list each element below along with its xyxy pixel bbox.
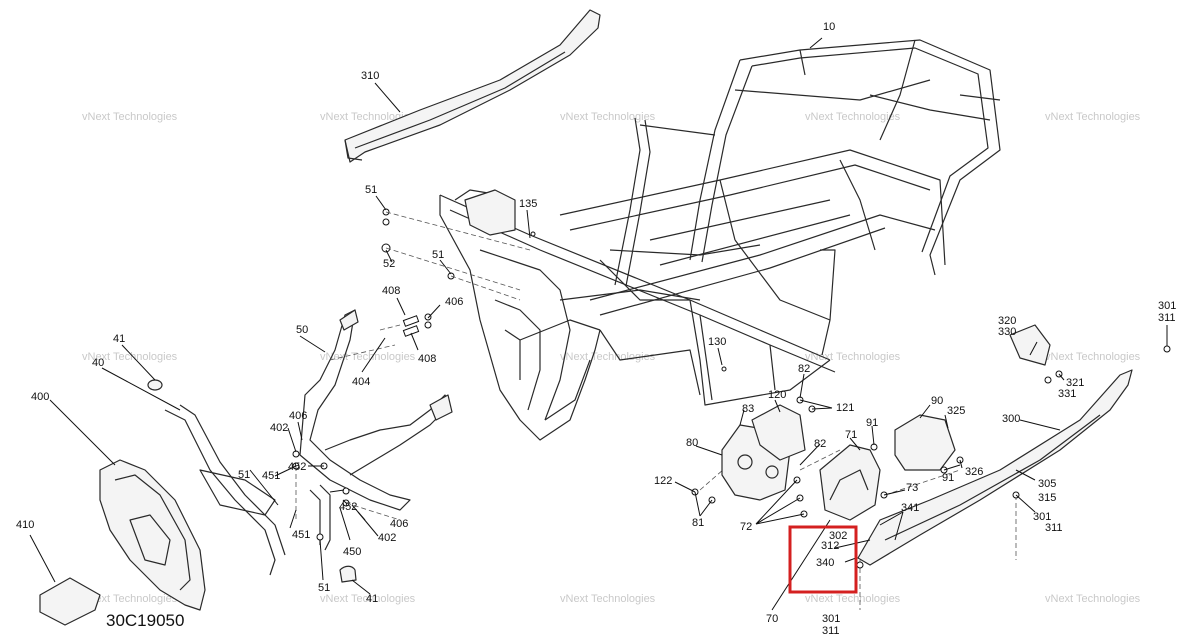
callout-312: 312	[821, 540, 839, 552]
callout-452: 452	[288, 461, 306, 473]
rear-components	[691, 324, 1171, 569]
callout-452: 452	[339, 501, 357, 513]
callout-315: 315	[1038, 492, 1056, 504]
callout-305: 305	[1038, 478, 1056, 490]
callout-451: 451	[262, 470, 280, 482]
callout-40: 40	[92, 357, 104, 369]
callout-73: 73	[906, 482, 918, 494]
callout-51: 51	[238, 469, 250, 481]
watermark: vNext Technologies	[560, 351, 656, 363]
callout-51: 51	[318, 582, 330, 594]
callout-301: 301	[822, 613, 840, 625]
callout-402: 402	[378, 532, 396, 544]
callout-311: 311	[822, 625, 840, 637]
callout-82: 82	[798, 363, 810, 375]
callout-91: 91	[942, 472, 954, 484]
callout-300: 300	[1002, 413, 1020, 425]
watermark: vNext Technologies	[1045, 351, 1141, 363]
callout-130: 130	[708, 336, 726, 348]
callout-325: 325	[947, 405, 965, 417]
callout-311: 311	[1045, 522, 1063, 534]
callout-121: 121	[836, 402, 854, 414]
callout-340: 340	[816, 557, 834, 569]
watermark: vNext Technologies	[82, 111, 178, 123]
diagram-code: 30C19050	[106, 611, 184, 630]
watermark: vNext Technologies	[82, 593, 178, 605]
callout-326: 326	[965, 466, 983, 478]
callout-402: 402	[270, 422, 288, 434]
main-frame	[439, 39, 1001, 441]
callout-120: 120	[768, 389, 786, 401]
callout-321: 321	[1066, 377, 1084, 389]
callout-310: 310	[361, 70, 379, 82]
callout-72: 72	[740, 521, 752, 533]
callout-91: 91	[866, 417, 878, 429]
watermark: vNext Technologies	[320, 351, 416, 363]
watermark: vNext Technologies	[1045, 593, 1141, 605]
callout-71: 71	[845, 429, 857, 441]
callout-41: 41	[113, 333, 125, 345]
callout-301: 301	[1158, 300, 1176, 312]
watermark: vNext Technologies	[82, 351, 178, 363]
assembly-lines	[295, 211, 1017, 610]
callout-406: 406	[390, 518, 408, 530]
leader-lines	[29, 37, 1168, 611]
callout-331: 331	[1058, 388, 1076, 400]
callout-90: 90	[931, 395, 943, 407]
part-310-rail	[344, 9, 601, 163]
callout-labels: 10 310 135 51 52 51 408 406 408 404 50 4…	[16, 21, 1176, 637]
callout-451: 451	[292, 529, 310, 541]
callout-135: 135	[519, 198, 537, 210]
callout-400: 400	[31, 391, 49, 403]
watermark: vNext Technologies	[560, 111, 656, 123]
watermark: vNext Technologies	[805, 351, 901, 363]
callout-404: 404	[352, 376, 370, 388]
callout-10: 10	[823, 21, 835, 33]
callout-50: 50	[296, 324, 308, 336]
callout-41: 41	[366, 593, 378, 605]
watermark: vNext Technologies	[320, 593, 416, 605]
watermark: vNext Technologies	[1045, 111, 1141, 123]
front-bumper-assembly	[39, 379, 357, 626]
callout-302: 302	[829, 530, 847, 542]
callout-320: 320	[998, 315, 1016, 327]
callout-51: 51	[432, 249, 444, 261]
callout-330: 330	[998, 326, 1016, 338]
callout-410: 410	[16, 519, 34, 531]
highlight-box	[788, 525, 858, 594]
front-subframe	[292, 208, 455, 551]
watermarks: vNext Technologies vNext Technologies vN…	[82, 111, 1141, 605]
callout-82: 82	[814, 438, 826, 450]
callout-80: 80	[686, 437, 698, 449]
watermark: vNext Technologies	[320, 111, 416, 123]
callout-408: 408	[382, 285, 400, 297]
callout-122: 122	[654, 475, 672, 487]
watermark: vNext Technologies	[805, 111, 901, 123]
callout-83: 83	[742, 403, 754, 415]
callout-81: 81	[692, 517, 704, 529]
callout-311: 311	[1158, 312, 1176, 324]
watermark: vNext Technologies	[560, 593, 656, 605]
callout-301: 301	[1033, 511, 1051, 523]
callout-70: 70	[766, 613, 778, 625]
callout-450: 450	[343, 546, 361, 558]
callout-408: 408	[418, 353, 436, 365]
callout-341: 341	[901, 502, 919, 514]
callout-406: 406	[445, 296, 463, 308]
watermark: vNext Technologies	[805, 593, 901, 605]
callout-406: 406	[289, 410, 307, 422]
callout-51: 51	[365, 184, 377, 196]
callout-52: 52	[383, 258, 395, 270]
